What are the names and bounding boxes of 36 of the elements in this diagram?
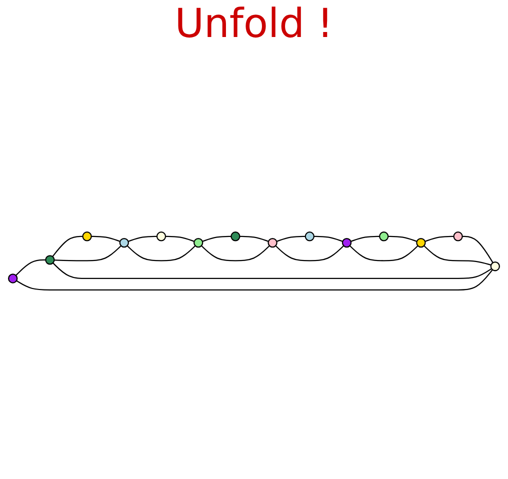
circle-node [119,237,129,248]
circle-node [230,231,240,241]
connector-line [16,268,493,290]
connector-line [350,235,380,242]
connector-line [52,235,83,256]
circle-node [342,237,352,248]
circle-node [8,273,18,283]
circle-node [45,254,55,264]
connector-line [91,235,120,242]
heading-text: Unfold ! [174,0,334,48]
connector-line [54,244,122,261]
circle-node [156,231,166,241]
connector-line [15,258,46,276]
connector-line [52,262,492,279]
circle-node [416,237,426,248]
connector-line [349,244,418,261]
circle-node [379,231,389,241]
circle-node [453,231,463,241]
circle-node [82,231,92,241]
connector-line [128,235,157,242]
connector-line [202,235,232,242]
connector-line [126,244,196,261]
circle-node [304,231,314,241]
connector-line [462,235,494,263]
circle-node [194,237,204,248]
connector-line [314,235,343,242]
circle-node [490,261,500,271]
connector-line [201,244,270,261]
connector-line [424,244,492,266]
connector-line [276,235,306,242]
connector-line [388,235,418,242]
circle-node [268,237,278,248]
connector-line [240,235,269,242]
connector-line [424,235,454,242]
connector-line [166,235,194,242]
connector-line [275,244,344,261]
